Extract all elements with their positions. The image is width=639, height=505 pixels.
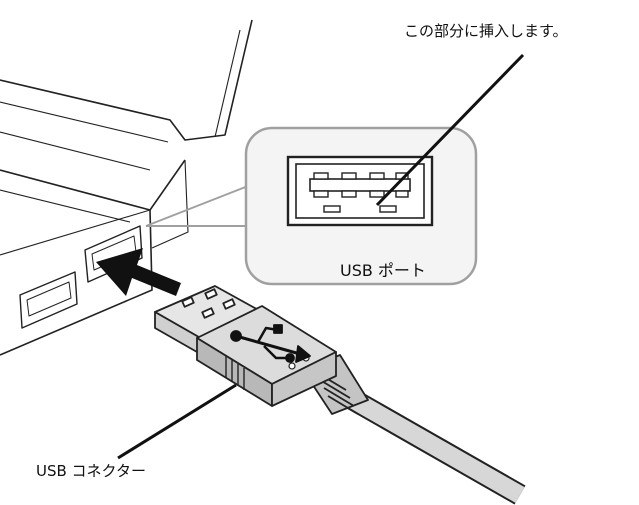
- callout-text: この部分に挿入します。: [404, 22, 568, 40]
- usb-port-closeup: [286, 155, 434, 227]
- callout-leader: [145, 185, 249, 227]
- usb-port-label: USB ポート: [340, 261, 426, 280]
- usb-connector-label: USB コネクター: [36, 462, 146, 480]
- usb-cable: [339, 385, 526, 505]
- laptop-deck: [0, 159, 186, 211]
- laptop: [0, 19, 253, 356]
- usb-plug: [154, 285, 369, 415]
- callout-pointer-line: [375, 53, 525, 207]
- connector-pointer-line: [117, 383, 237, 460]
- laptop-usb-port-lower: [19, 271, 78, 329]
- insert-arrow: [96, 248, 181, 296]
- usb-icon: [230, 324, 311, 363]
- laptop-side: [0, 209, 153, 356]
- laptop-lid: [0, 19, 253, 141]
